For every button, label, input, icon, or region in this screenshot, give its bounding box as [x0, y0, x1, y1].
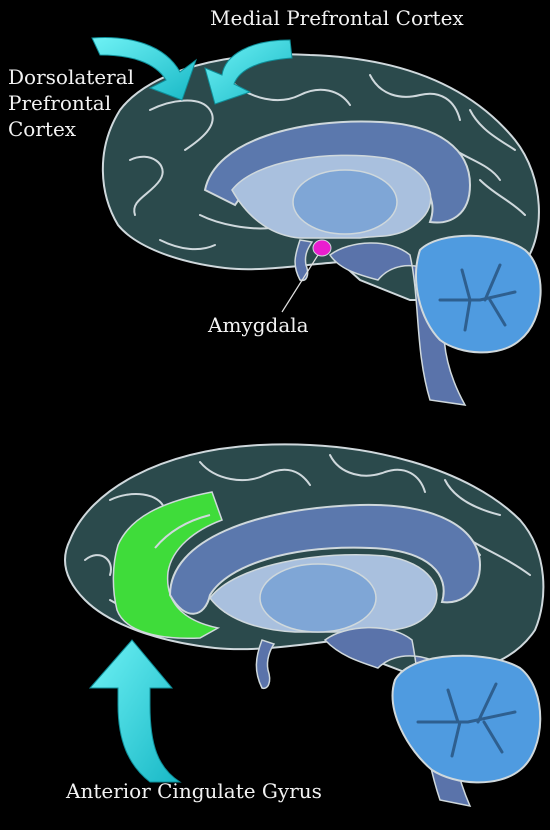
label-medial-prefrontal-cortex: Medial Prefrontal Cortex	[210, 6, 464, 30]
top-thalamus	[293, 170, 397, 234]
label-dorsolateral-line2: Prefrontal	[8, 90, 134, 116]
bottom-brain	[65, 444, 543, 806]
top-brain	[92, 37, 541, 405]
label-dorsolateral-prefrontal-cortex: Dorsolateral Prefrontal Cortex	[8, 64, 134, 142]
bottom-cerebellum	[393, 656, 541, 783]
label-dorsolateral-line3: Cortex	[8, 116, 134, 142]
label-anterior-cingulate-gyrus: Anterior Cingulate Gyrus	[66, 779, 322, 803]
label-dorsolateral-line1: Dorsolateral	[8, 64, 134, 90]
top-cerebellum	[416, 236, 541, 353]
label-amygdala: Amygdala	[208, 313, 309, 337]
bottom-pituitary	[256, 640, 274, 688]
bottom-thalamus	[260, 564, 376, 632]
amygdala-region	[313, 240, 331, 256]
up-arrow-icon	[90, 640, 180, 782]
